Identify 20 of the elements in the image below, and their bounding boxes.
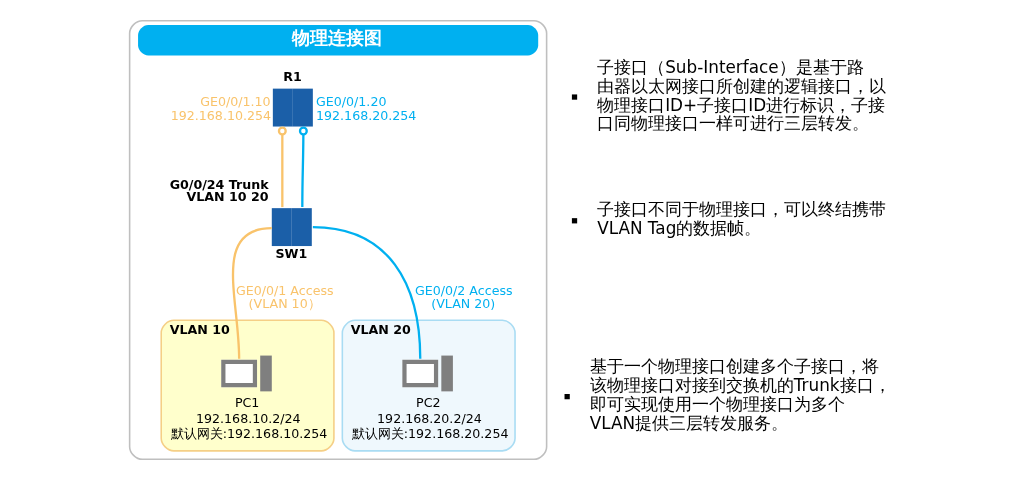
- node-label: GE0/0/1.20 192.168.20.254: [316, 94, 417, 123]
- node-label: PC2: [416, 394, 441, 410]
- node-label: 192.168.20.2/24: [377, 410, 482, 426]
- node-label: SW1: [275, 246, 308, 262]
- node-label: 默认网关:192.168.10.254: [170, 426, 328, 442]
- label: 基于一个物理接口创建多个子接口，将该物理接口对接到交换机的Trunk接口，即可实现使用一个物理接口为多个VLAN提供三层转发服务。: [589, 356, 891, 434]
- node-label: GE0/0/1.10 192.168.10.254: [170, 94, 272, 123]
- connector: [298, 126, 308, 208]
- node-label: 192.168.10.2/24: [195, 410, 301, 426]
- node-label: 默认网关:192.168.20.254: [351, 426, 509, 442]
- connector: [231, 227, 272, 359]
- label: 子接口（Sub-Interface）是基于路由器以太网接口所创建的逻辑接口，以物理接口ID+子接口ID进行标识，子接口同物理接口一样可进行三层转发。: [597, 56, 887, 134]
- connector: [277, 126, 287, 208]
- node-label: PC1: [234, 394, 260, 410]
- edge-label: GE0/0/1 Access (VLAN 10）: [235, 282, 334, 312]
- label: 子接口不同于物理接口，可以终结携带VLAN Tag的数据帧。: [597, 199, 887, 239]
- node-label: G0/0/24 Trunk VLAN 10 20: [169, 176, 269, 205]
- connector: [312, 225, 422, 359]
- node-label: R1: [283, 68, 302, 84]
- edge-label: GE0/0/2 Access (VLAN 20): [415, 282, 513, 312]
